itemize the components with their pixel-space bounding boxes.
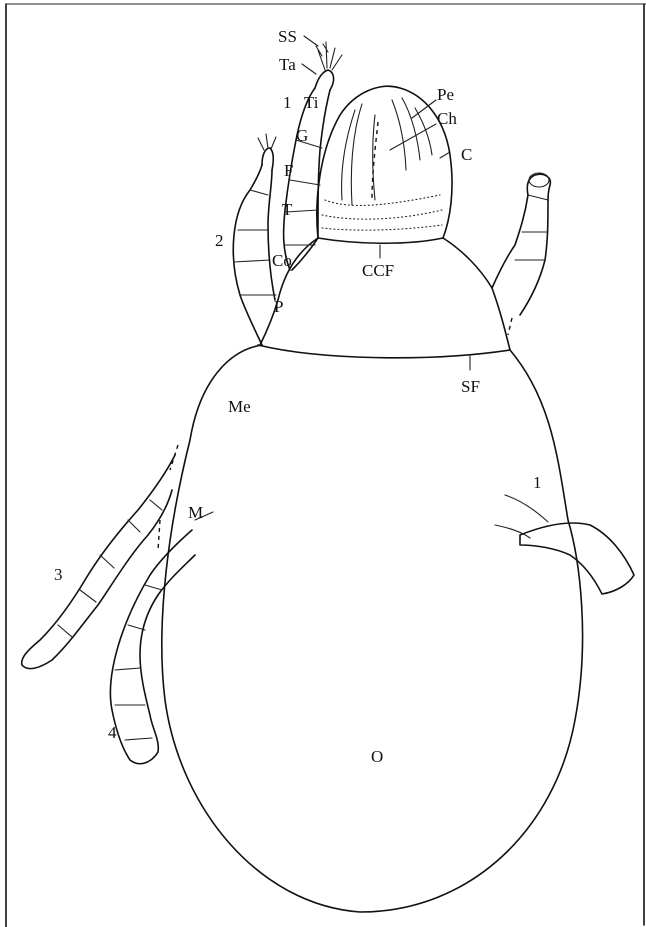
label-m: M: [188, 503, 203, 522]
label-f: F: [284, 161, 293, 180]
label-leg2-number: 2: [215, 231, 224, 250]
leg2-outline: [233, 165, 275, 345]
leg3-outline: [22, 455, 175, 669]
body-outline: [162, 345, 583, 912]
label-ti: Ti: [304, 93, 319, 112]
label-leg1-number: 1: [283, 93, 292, 112]
label-right-leg1-number: 1: [533, 473, 542, 492]
label-co: Co: [272, 251, 292, 270]
label-ss: SS: [278, 27, 297, 46]
label-c: C: [461, 145, 472, 164]
label-o: O: [371, 747, 383, 766]
leg4-outline: [110, 530, 195, 764]
label-ta: Ta: [279, 55, 296, 74]
leg4-dash: [158, 520, 160, 550]
label-leg4-number: 4: [108, 723, 117, 742]
sejugal-furrow: [258, 345, 510, 358]
label-ccf: CCF: [362, 261, 394, 280]
leg2-tarsus: [262, 148, 273, 170]
gnathosoma-outline: [317, 86, 452, 238]
right-front-leg: [492, 195, 548, 315]
propodosoma-right: [443, 238, 510, 350]
leg1-segments: [285, 140, 322, 245]
sensory-setae: [316, 42, 342, 70]
label-ch: Ch: [437, 109, 457, 128]
right-front-leg-dash: [508, 318, 512, 335]
label-sf: SF: [461, 377, 480, 396]
stipple-band: [322, 195, 442, 230]
chelicera-left: [342, 104, 362, 205]
label-leg3-number: 3: [54, 565, 63, 584]
right-hind-seta: [495, 495, 548, 538]
leg4-segments: [115, 585, 162, 740]
leg1-tarsus: [315, 70, 334, 90]
circumcapitular-furrow: [318, 238, 443, 243]
label-me: Me: [228, 397, 251, 416]
label-p: P: [274, 297, 283, 316]
label-pe: Pe: [437, 85, 454, 104]
label-t: T: [282, 200, 293, 219]
leg2-setae: [258, 134, 276, 150]
label-g: G: [296, 126, 308, 145]
right-front-leg-ambulacrum: [529, 173, 549, 187]
